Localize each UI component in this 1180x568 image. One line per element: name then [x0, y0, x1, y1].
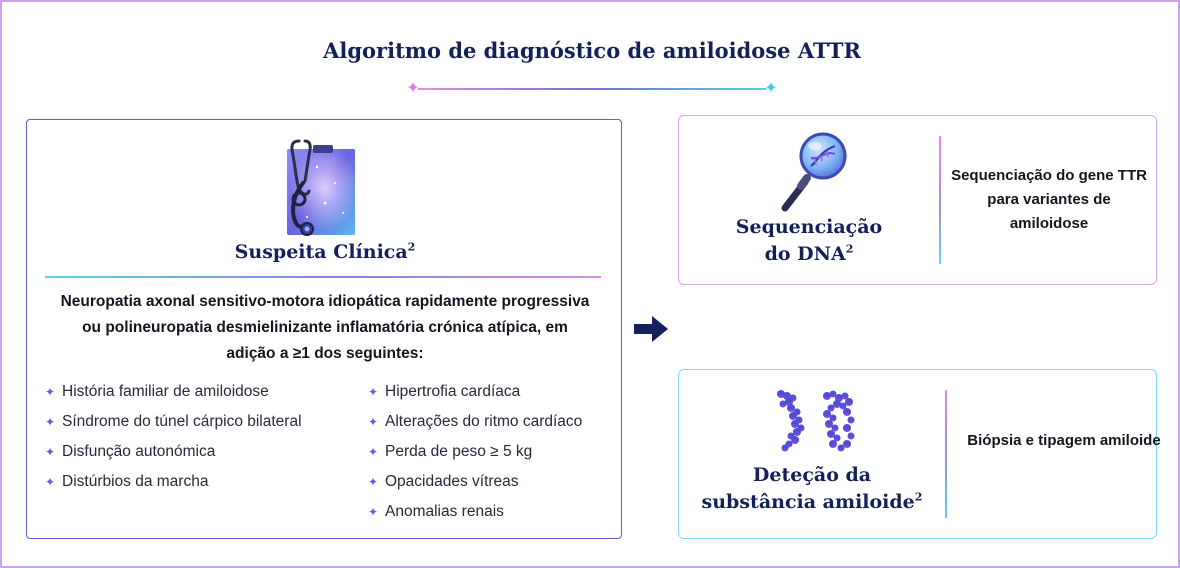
card-divider	[945, 390, 947, 518]
dna-title-line2-wrap: do DNA2	[679, 241, 939, 268]
sparkle-icon: ✦	[406, 80, 420, 97]
suspeita-clinica-card: Suspeita Clínica2 Neuropatia axonal sens…	[26, 119, 622, 539]
criteria-label: Distúrbios da marcha	[62, 473, 209, 490]
criteria-list-left: ✦ História familiar de amiloidose ✦ Síndro…	[45, 377, 302, 497]
criteria-list-right: ✦ Hipertrofia cardíaca ✦ Alterações do rit…	[368, 377, 582, 527]
suspeita-clinica-title: Suspeita Clínica2	[27, 241, 623, 263]
divider-line	[418, 88, 766, 90]
criteria-item: ✦ Hipertrofia cardíaca	[368, 377, 582, 407]
criteria-label: Opacidades vítreas	[385, 473, 519, 490]
detecao-amiloide-card: Deteção da substância amiloide2 Biópsia …	[678, 369, 1161, 539]
sparkle-bullet-icon: ✦	[368, 505, 379, 519]
dna-title-line1: Sequenciação	[735, 216, 883, 238]
criteria-item: ✦ Distúrbios da marcha	[45, 467, 302, 497]
criteria-label: História familiar de amiloidose	[62, 383, 269, 400]
sequenciacao-dna-title: Sequenciação do DNA2	[679, 214, 939, 268]
sparkle-bullet-icon: ✦	[368, 415, 379, 429]
sparkle-bullet-icon: ✦	[368, 445, 379, 459]
amyloid-description: Biópsia e tipagem amiloide	[967, 432, 1161, 449]
criteria-item: ✦ História familiar de amiloidose	[45, 377, 302, 407]
sparkle-bullet-icon: ✦	[45, 445, 56, 459]
criteria-label: Disfunção autonómica	[62, 443, 216, 460]
amyloid-title-line2: substância amiloide	[701, 491, 915, 513]
protein-fibril-icon	[777, 390, 855, 452]
suspeita-lead-text: Neuropatia axonal sensitivo-motora idiop…	[60, 293, 590, 362]
amyloid-title-line1: Deteção da	[752, 464, 872, 486]
page-title: Algoritmo de diagnóstico de amiloidose A…	[323, 38, 861, 63]
sparkle-bullet-icon: ✦	[45, 385, 56, 399]
sparkle-bullet-icon: ✦	[45, 475, 56, 489]
magnifier-dna-icon	[781, 132, 847, 212]
criteria-item: ✦ Alterações do ritmo cardíaco	[368, 407, 582, 437]
criteria-item: ✦ Síndrome do túnel cárpico bilateral	[45, 407, 302, 437]
detecao-amiloide-title: Deteção da substância amiloide2	[679, 462, 945, 516]
criteria-item: ✦ Opacidades vítreas	[368, 467, 582, 497]
right-arrow-icon	[634, 316, 668, 342]
sparkle-bullet-icon: ✦	[368, 475, 379, 489]
sparkle-bullet-icon: ✦	[45, 415, 56, 429]
criteria-item: ✦ Disfunção autonómica	[45, 437, 302, 467]
criteria-item: ✦ Perda de peso ≥ 5 kg	[368, 437, 582, 467]
reference-number: 2	[845, 242, 854, 256]
sparkle-icon: ✦	[764, 80, 778, 97]
reference-number: 2	[407, 240, 416, 254]
criteria-label: Síndrome do túnel cárpico bilateral	[62, 413, 302, 430]
card-divider	[939, 136, 941, 264]
dna-description: Sequenciação do gene TTR para variantes …	[951, 167, 1147, 232]
amyloid-title-line2-wrap: substância amiloide2	[679, 489, 945, 516]
criteria-item: ✦ Anomalias renais	[368, 497, 582, 527]
criteria-label: Hipertrofia cardíaca	[385, 383, 521, 400]
dna-title-line2: do DNA	[764, 243, 846, 265]
title-divider: ✦ ✦	[406, 80, 778, 98]
reference-number: 2	[914, 490, 923, 504]
sparkle-bullet-icon: ✦	[368, 385, 379, 399]
suspeita-title-text: Suspeita Clínica	[234, 241, 408, 263]
title-underline	[45, 276, 601, 278]
clipboard-stethoscope-icon	[287, 139, 355, 236]
criteria-label: Alterações do ritmo cardíaco	[385, 413, 583, 430]
criteria-label: Perda de peso ≥ 5 kg	[385, 443, 533, 460]
criteria-label: Anomalias renais	[385, 503, 504, 520]
sequenciacao-dna-card: Sequenciação do DNA2 Sequenciação do gen…	[678, 115, 1157, 285]
